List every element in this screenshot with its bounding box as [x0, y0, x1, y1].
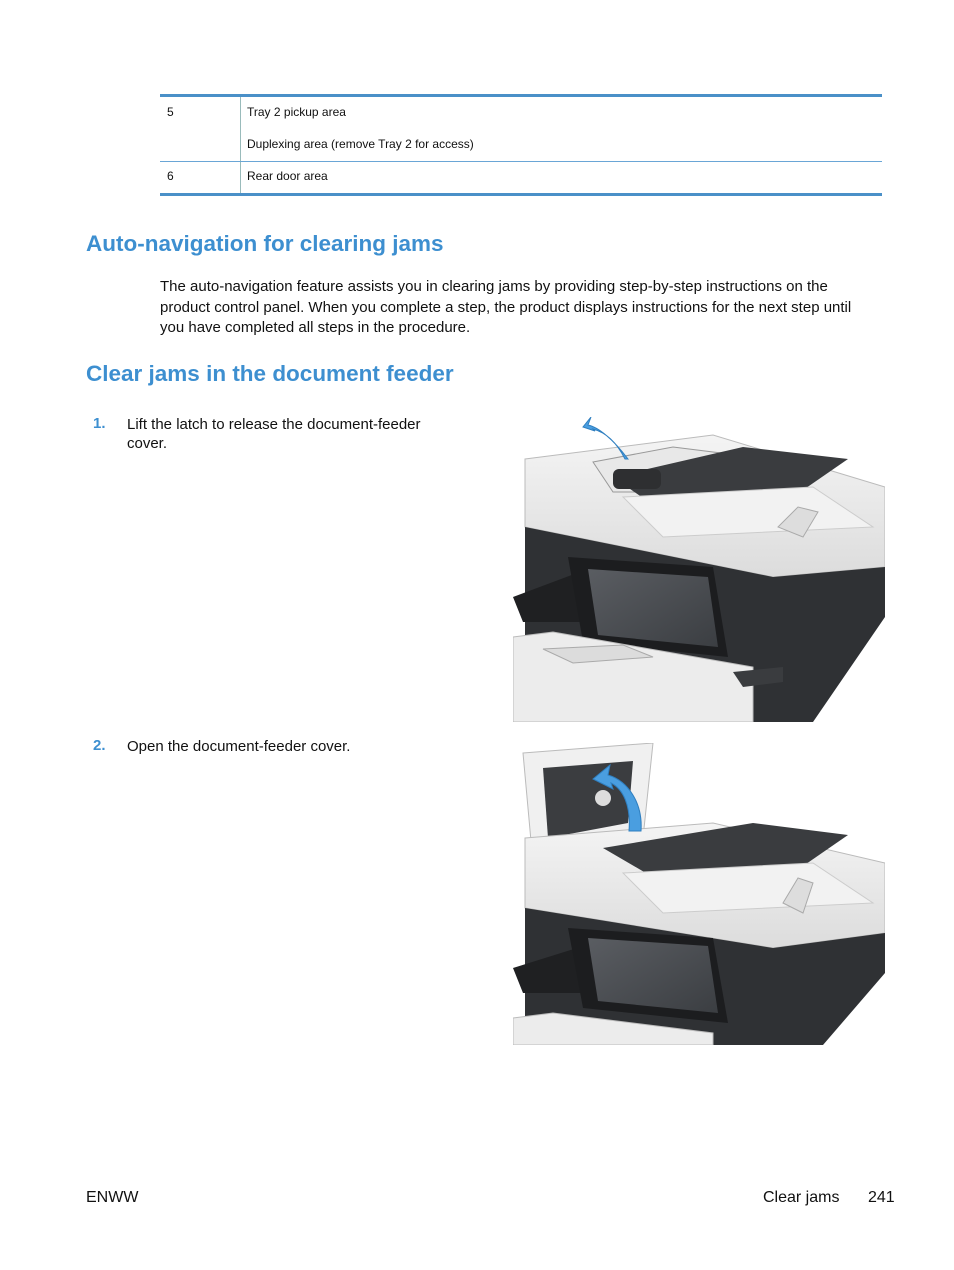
- table-cell-text: Duplexing area (remove Tray 2 for access…: [247, 137, 474, 151]
- auto-navigation-paragraph: The auto-navigation feature assists you …: [160, 278, 852, 337]
- footer-section-name: Clear jams: [763, 1189, 840, 1206]
- table-row-divider: [160, 161, 882, 162]
- section-heading-auto-navigation: Auto-navigation for clearing jams: [86, 231, 444, 256]
- table-cell-text: Rear door area: [247, 169, 328, 183]
- step-number: 1.: [93, 415, 106, 432]
- step-text: Open the document-feeder cover.: [127, 738, 351, 755]
- table-column-divider: [240, 97, 241, 193]
- printer-latch-illustration: [513, 417, 885, 722]
- table-row-number: 5: [167, 105, 174, 119]
- footer-left-label: ENWW: [86, 1189, 139, 1206]
- page-number: 241: [868, 1189, 895, 1206]
- table-row-number: 6: [167, 169, 174, 183]
- section-heading-document-feeder: Clear jams in the document feeder: [86, 361, 454, 386]
- table-top-rule: [160, 94, 882, 97]
- step-text: Lift the latch to release the document-f…: [127, 416, 421, 452]
- table-bottom-rule: [160, 193, 882, 196]
- printer-open-cover-illustration: [513, 743, 885, 1045]
- step-number: 2.: [93, 737, 106, 754]
- table-cell-text: Tray 2 pickup area: [247, 105, 346, 119]
